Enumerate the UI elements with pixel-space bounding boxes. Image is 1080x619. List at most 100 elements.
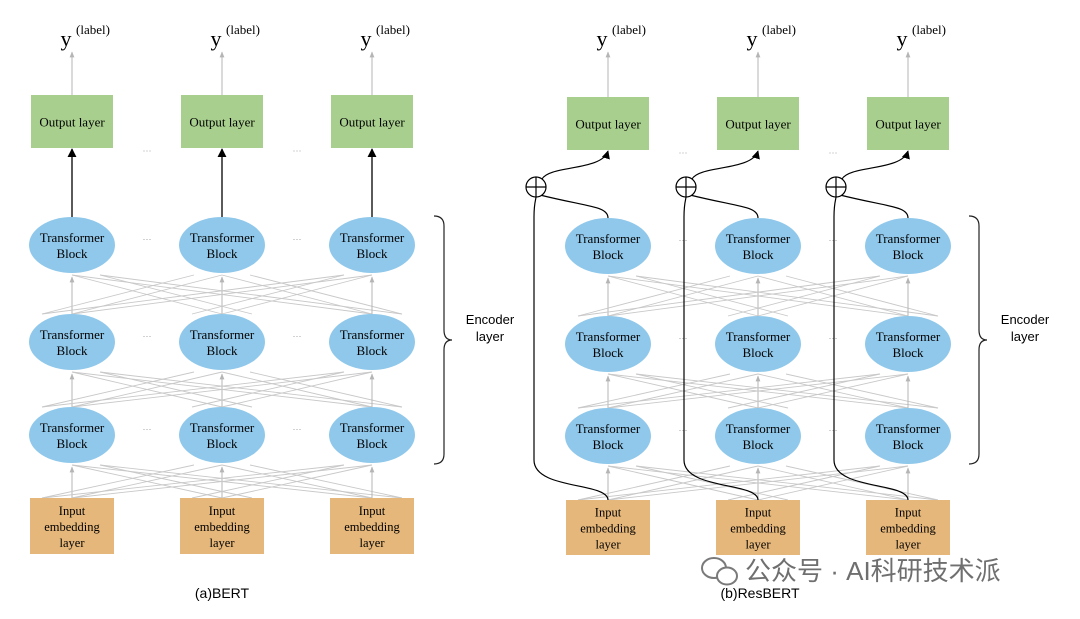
encoder-label-line1: Encoder <box>466 312 515 327</box>
transformer-block-label-line1: Transformer <box>576 421 641 436</box>
input-label-line1: Input <box>59 504 86 518</box>
output-layer-box <box>331 95 413 148</box>
ellipsis-dots: ··· <box>829 333 838 343</box>
cross-connection-line <box>41 464 345 499</box>
transformer-block-label-line1: Transformer <box>40 327 105 342</box>
transformer-block <box>865 218 951 274</box>
skip-connection-line <box>533 196 609 501</box>
ellipsis-dots: ··· <box>679 235 688 245</box>
cross-connection-line <box>607 275 909 317</box>
encoder-bracket <box>968 215 988 465</box>
input-label-line3: layer <box>896 538 922 552</box>
cross-connection-line <box>757 465 909 501</box>
cross-connection-line <box>607 275 759 317</box>
transformer-block-label-line2: Block <box>742 247 774 262</box>
skip-connection-line <box>833 196 909 501</box>
cross-connection-line <box>607 465 759 501</box>
ellipsis-dots: ··· <box>679 425 688 435</box>
block-to-add-line <box>539 194 609 219</box>
transformer-block-label-line2: Block <box>892 437 924 452</box>
transformer-block-label-line2: Block <box>356 343 388 358</box>
transformer-block-label-line1: Transformer <box>726 329 791 344</box>
cross-connection-line <box>727 373 881 409</box>
input-label-line3: layer <box>746 538 772 552</box>
output-layer-label: Output layer <box>575 117 641 132</box>
input-label-line3: layer <box>60 536 86 550</box>
cross-connection-line <box>607 373 909 409</box>
transformer-block <box>179 314 265 370</box>
cross-connection-line <box>99 464 403 499</box>
ellipsis-dots: ··· <box>829 148 838 158</box>
cross-connection-line <box>99 371 253 408</box>
cross-connection-line <box>71 371 223 408</box>
output-layer-box <box>717 97 799 150</box>
output-superscript: (label) <box>376 22 410 37</box>
transformer-block-label-line2: Block <box>206 436 238 451</box>
cross-connection-line <box>71 464 373 499</box>
ellipsis-dots: ··· <box>293 234 302 244</box>
transformer-block-label-line2: Block <box>592 437 624 452</box>
encoder-label-line2: layer <box>476 329 505 344</box>
transformer-block <box>865 316 951 372</box>
output-symbol: y <box>211 26 222 51</box>
cross-connection-line <box>99 464 253 499</box>
transformer-block <box>179 217 265 273</box>
cross-connection-line <box>41 371 195 408</box>
ellipsis-dots: ··· <box>293 331 302 341</box>
cross-connection-line <box>41 464 195 499</box>
input-label-line1: Input <box>595 506 622 520</box>
input-label-line2: embedding <box>44 520 100 534</box>
output-superscript: (label) <box>912 22 946 37</box>
cross-connection-line <box>635 275 939 317</box>
transformer-block-label-line2: Block <box>206 246 238 261</box>
output-superscript: (label) <box>226 22 260 37</box>
transformer-block-label-line2: Block <box>56 436 88 451</box>
transformer-block-label-line1: Transformer <box>40 420 105 435</box>
input-label-line2: embedding <box>880 522 936 536</box>
transformer-block-label-line1: Transformer <box>40 230 105 245</box>
cross-connection-line <box>635 275 789 317</box>
cross-connection-line <box>727 465 881 501</box>
output-layer-box <box>181 95 263 148</box>
transformer-block-label-line2: Block <box>592 247 624 262</box>
cross-connection-line <box>635 465 939 501</box>
transformer-block-label-line2: Block <box>356 246 388 261</box>
transformer-block-label-line2: Block <box>206 343 238 358</box>
cross-connection-line <box>577 465 731 501</box>
input-embedding-box <box>566 500 650 555</box>
cross-connection-line <box>607 373 759 409</box>
input-label-line2: embedding <box>194 520 250 534</box>
cross-connection-line <box>727 275 881 317</box>
transformer-block-label-line1: Transformer <box>576 231 641 246</box>
cross-connection-line <box>577 275 881 317</box>
transformer-block-label-line1: Transformer <box>876 329 941 344</box>
watermark-text: 公众号 · AI科研技术派 <box>745 556 1001 586</box>
input-label-line3: layer <box>360 536 386 550</box>
block-to-add-line <box>689 194 759 219</box>
add-to-output-arrow <box>841 150 910 180</box>
output-layer-box <box>867 97 949 150</box>
transformer-block <box>565 316 651 372</box>
cross-connection-line <box>221 274 373 315</box>
cross-connection-line <box>71 464 223 499</box>
input-label-line2: embedding <box>580 522 636 536</box>
output-symbol: y <box>747 26 758 51</box>
encoder-label-line2: layer <box>1011 329 1040 344</box>
transformer-block-label-line1: Transformer <box>726 231 791 246</box>
diagram-caption: (a)BERT <box>195 585 250 601</box>
cross-connection-line <box>71 371 373 408</box>
transformer-block-label-line1: Transformer <box>340 327 405 342</box>
encoder-bracket <box>433 215 453 465</box>
ellipsis-dots: ··· <box>293 424 302 434</box>
transformer-block <box>865 408 951 464</box>
cross-connection-line <box>785 275 939 317</box>
input-label-line3: layer <box>596 538 622 552</box>
skip-connection-line <box>683 196 759 501</box>
transformer-block <box>29 217 115 273</box>
cross-connection-line <box>249 464 403 499</box>
cross-connection-line <box>577 373 881 409</box>
output-layer-label: Output layer <box>39 115 105 130</box>
transformer-block-label-line1: Transformer <box>340 420 405 435</box>
cross-connection-line <box>635 465 789 501</box>
